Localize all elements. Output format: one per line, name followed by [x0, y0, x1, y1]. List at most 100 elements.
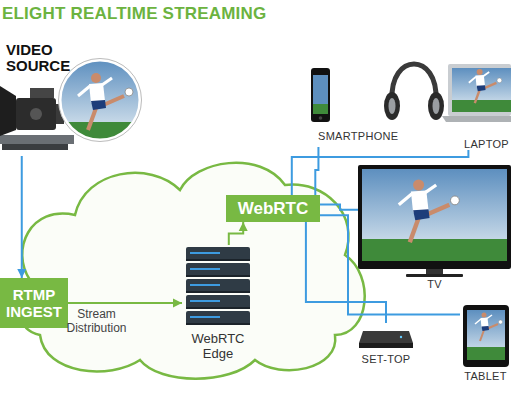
- svg-rect: [362, 239, 507, 261]
- connector-line: [68, 302, 182, 304]
- node-heading: VIDEO SOURCE: [6, 42, 72, 74]
- svg-polygon: [475, 75, 485, 87]
- svg-polygon: [0, 86, 16, 136]
- connector: [229, 222, 248, 245]
- cloud-outline: [20, 163, 365, 379]
- connector-line: [21, 156, 23, 278]
- svg-rect: [452, 100, 511, 112]
- laptop-illustration: [440, 62, 511, 150]
- device-label: SET-TOP: [355, 353, 417, 366]
- svg-polygon: [477, 85, 486, 91]
- svg-g: [60, 60, 140, 142]
- svg-rect: [186, 323, 250, 325]
- svg-rect: [313, 75, 328, 114]
- connector: [320, 204, 358, 209]
- svg-rect: [448, 64, 511, 116]
- svg-circle: [482, 313, 487, 318]
- svg-rect: [313, 104, 328, 114]
- svg-circle: [400, 336, 402, 338]
- svg-rect: [186, 275, 250, 277]
- headphones-cup: [384, 92, 400, 120]
- svg-circle: [91, 73, 101, 83]
- svg-rect: [190, 268, 220, 270]
- tv-illustration: [358, 165, 511, 293]
- svg-rect: [186, 279, 250, 293]
- smartphone-device: SMARTPHONE: [305, 62, 417, 147]
- connector-line: [229, 222, 243, 245]
- connector: [68, 298, 182, 307]
- connector-line: [320, 204, 358, 209]
- laptop-device: LAPTOP: [440, 62, 511, 150]
- svg-line: [102, 78, 112, 85]
- device-label: LAPTOP: [464, 138, 509, 151]
- svg-circle: [60, 60, 140, 140]
- svg-circle: [413, 180, 424, 191]
- connector: [315, 147, 318, 195]
- svg-polygon: [482, 326, 490, 331]
- svg-rect: [467, 310, 505, 360]
- device-label: TV: [358, 278, 511, 291]
- device-label: TABLET: [460, 370, 511, 383]
- tablet-device: TABLET: [460, 303, 511, 386]
- tv-device: TV: [358, 165, 511, 293]
- svg-g: [469, 69, 502, 103]
- arrow-head: [173, 298, 182, 307]
- svg-rect: [311, 68, 330, 122]
- svg-circle: [477, 69, 483, 75]
- svg-line: [399, 194, 412, 205]
- svg-rect: [467, 347, 505, 360]
- svg-rect: [30, 88, 54, 98]
- headphones-cup-detail: [389, 98, 396, 114]
- svg-rect: [186, 295, 250, 309]
- svg-circle: [59, 59, 142, 142]
- connector: [17, 156, 26, 278]
- svg-polygon: [413, 209, 430, 220]
- svg-polygon: [359, 331, 413, 343]
- edge-server: WebRTC Edge: [182, 245, 254, 365]
- svg-rect: [359, 343, 413, 348]
- svg-rect: [190, 284, 220, 286]
- svg-polygon: [91, 100, 106, 110]
- svg-line: [88, 108, 96, 130]
- svg-circle: [125, 88, 133, 96]
- svg-rect: [186, 311, 250, 325]
- svg-polygon: [89, 83, 105, 103]
- svg-g: [399, 180, 460, 243]
- box-label: WebRTC: [238, 199, 309, 218]
- svg-rect: [186, 263, 250, 277]
- svg-circle: [451, 196, 460, 205]
- svg-rect: [362, 169, 507, 261]
- edge-label: Stream Distribution: [57, 307, 137, 335]
- svg-g: [475, 313, 503, 342]
- svg-rect: [186, 307, 250, 309]
- svg-polygon: [481, 318, 489, 328]
- svg-line: [475, 319, 481, 324]
- svg-circle: [319, 116, 323, 120]
- box-label: RTMP INGEST: [2, 286, 66, 320]
- set-top-device: SET-TOP: [355, 323, 417, 368]
- connector-line: [315, 147, 318, 195]
- svg-rect: [190, 252, 220, 254]
- svg-rect: [406, 274, 463, 277]
- video-source: VIDEO SOURCE: [0, 38, 145, 156]
- svg-rect: [186, 259, 250, 261]
- svg-line: [469, 77, 476, 83]
- svg-line: [483, 72, 489, 76]
- node-label: WebRTC Edge: [182, 331, 254, 361]
- svg-rect: [358, 165, 511, 269]
- svg-rect: [452, 68, 511, 112]
- arrow-head: [239, 222, 248, 231]
- webrtc-box: WebRTC: [226, 195, 320, 222]
- svg-circle: [499, 320, 503, 324]
- svg-line: [78, 86, 90, 96]
- svg-line: [410, 218, 419, 242]
- svg-rect: [190, 316, 220, 318]
- svg-rect: [186, 291, 250, 293]
- arrow-head: [17, 269, 26, 278]
- svg-line: [475, 90, 480, 103]
- device-label: SMARTPHONE: [318, 130, 398, 143]
- svg-circle: [497, 78, 502, 83]
- diagram-title: ELIGHT REALTIME STREAMING: [2, 4, 266, 24]
- svg-circle: [30, 108, 42, 120]
- svg-rect: [463, 305, 509, 367]
